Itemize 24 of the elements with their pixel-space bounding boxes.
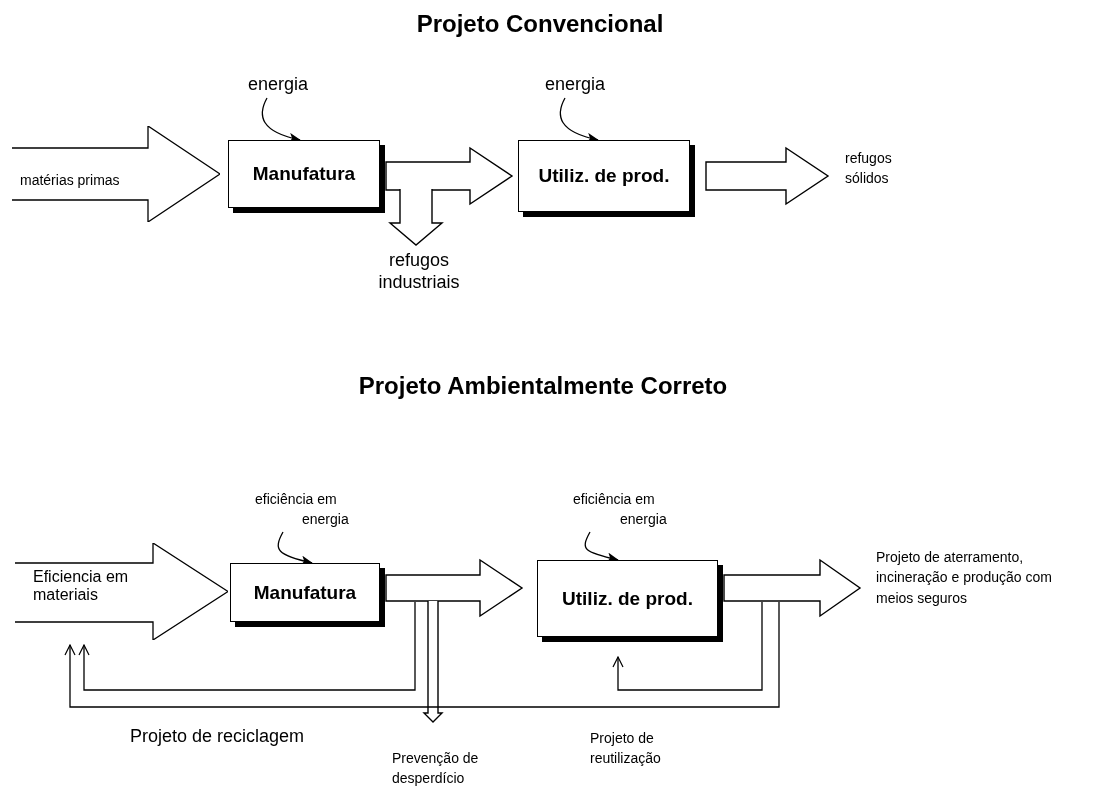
output-label: Projeto de aterramento, incineração e produção com meios seguros bbox=[876, 547, 1086, 608]
arrow-text: Eficiencia em materiais bbox=[33, 568, 130, 605]
diagram-title: Projeto Convencional bbox=[416, 10, 664, 38]
input-label: energia bbox=[545, 74, 625, 96]
block-arrow bbox=[723, 558, 862, 618]
feedback-arrow bbox=[64, 601, 780, 708]
feedback-arrow bbox=[612, 601, 763, 691]
block-arrow bbox=[388, 188, 444, 246]
output-label: refugos industriais bbox=[378, 250, 460, 294]
feedback-arrow bbox=[78, 601, 416, 691]
block-arrow bbox=[422, 600, 444, 723]
block-arrow bbox=[385, 558, 524, 618]
block-arrow bbox=[705, 146, 830, 206]
input-block-arrow bbox=[15, 543, 228, 640]
input-label: energia bbox=[248, 74, 328, 96]
arrow-text: matérias primas bbox=[20, 171, 121, 190]
input-label: eficiência em energia bbox=[255, 489, 365, 530]
edge-label: Projeto de reciclagem bbox=[130, 726, 305, 747]
output-label: refugos sólidos bbox=[845, 148, 925, 189]
output-label: Prevenção de desperdício bbox=[392, 748, 512, 789]
block-arrow bbox=[385, 146, 514, 206]
section-title: Projeto Ambientalmente Correto bbox=[358, 372, 728, 400]
input-label: eficiência em energia bbox=[573, 489, 683, 530]
input-block-arrow bbox=[12, 126, 220, 222]
